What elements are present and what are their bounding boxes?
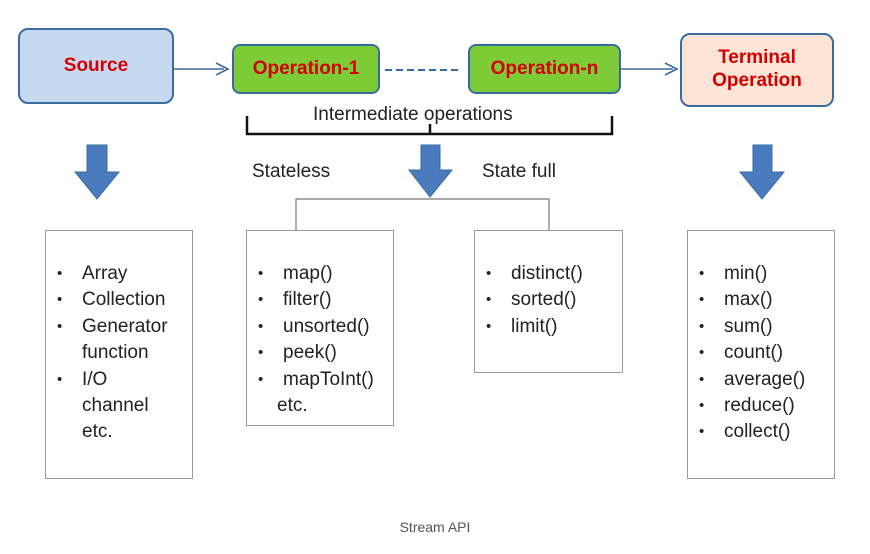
down-arrow-terminal-icon xyxy=(738,144,786,200)
list-item: Collection xyxy=(46,287,192,314)
stateless-operations-box: map() filter() unsorted() peek() mapToIn… xyxy=(246,230,394,426)
list-item: Array xyxy=(46,261,192,288)
list-item: reduce() xyxy=(688,393,834,420)
list-item: peek() xyxy=(247,340,393,367)
arrow-source-to-op1 xyxy=(174,62,230,76)
operation-n-label: Operation-n xyxy=(490,57,599,79)
source-node-label: Source xyxy=(63,54,129,76)
intermediate-operations-label: Intermediate operations xyxy=(313,104,513,125)
operation-1-label: Operation-1 xyxy=(252,57,360,79)
terminal-label-line-1: Terminal xyxy=(718,47,796,69)
list-item: min() xyxy=(688,261,834,288)
list-item: count() xyxy=(688,340,834,367)
state-full-operations-list: distinct() sorted() limit() xyxy=(475,261,622,341)
list-item: map() xyxy=(247,261,393,288)
operation-1-node: Operation-1 xyxy=(232,44,380,94)
list-item: max() xyxy=(688,287,834,314)
list-item: sorted() xyxy=(475,287,622,314)
state-full-label: State full xyxy=(482,161,556,182)
stateless-trailing-text: etc. xyxy=(277,395,308,417)
list-item: mapToInt() xyxy=(247,367,393,394)
list-item: sum() xyxy=(688,314,834,341)
source-types-list: Array Collection Generator function I/O … xyxy=(46,261,192,446)
list-item: collect() xyxy=(688,419,834,446)
list-item: distinct() xyxy=(475,261,622,288)
list-item: limit() xyxy=(475,314,622,341)
source-node: Source xyxy=(18,28,174,104)
list-item: I/O channel etc. xyxy=(46,367,162,446)
list-item: filter() xyxy=(247,287,393,314)
down-arrow-source-icon xyxy=(73,144,121,200)
terminal-label-line-2: Operation xyxy=(712,70,802,91)
split-connector xyxy=(295,198,550,230)
stateless-label: Stateless xyxy=(252,161,331,182)
operation-n-node: Operation-n xyxy=(468,44,621,94)
list-item: Generator function xyxy=(46,314,186,367)
list-item: average() xyxy=(688,367,834,394)
intermediate-brace xyxy=(245,116,614,136)
terminal-operation-node: Terminal Operation xyxy=(680,33,834,107)
down-arrow-intermediate-icon xyxy=(407,144,454,198)
stateless-operations-list: map() filter() unsorted() peek() mapToIn… xyxy=(247,261,393,393)
terminal-operations-list: min() max() sum() count() average() redu… xyxy=(688,261,834,446)
source-types-box: Array Collection Generator function I/O … xyxy=(45,230,193,479)
state-full-operations-box: distinct() sorted() limit() xyxy=(474,230,623,373)
terminal-operations-box: min() max() sum() count() average() redu… xyxy=(687,230,835,479)
figure-caption: Stream API xyxy=(399,519,471,535)
arrow-opn-to-terminal xyxy=(621,62,679,76)
list-item: unsorted() xyxy=(247,314,393,341)
